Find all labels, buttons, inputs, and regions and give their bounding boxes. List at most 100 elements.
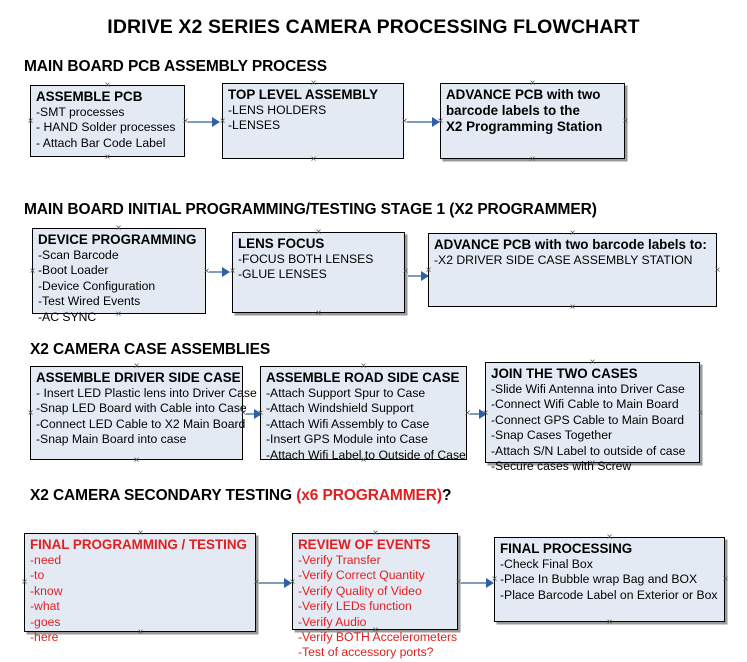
arrowhead-icon xyxy=(421,271,429,281)
resize-handle-icon[interactable] xyxy=(103,81,112,90)
connector-line xyxy=(461,582,489,584)
section-heading-x2-camera-case-assemblies: X2 CAMERA CASE ASSEMBLIES xyxy=(30,341,271,358)
box-line: -Boot Loader xyxy=(38,263,109,278)
resize-handle-icon[interactable] xyxy=(588,358,597,367)
connector-line xyxy=(407,121,434,123)
resize-handle-icon[interactable] xyxy=(713,266,722,275)
box-lens-focus[interactable]: LENS FOCUS -FOCUS BOTH LENSES -GLUE LENS… xyxy=(232,232,405,313)
box-title: DEVICE PROGRAMMING xyxy=(38,232,197,247)
box-line: -Attach S/N Label to outside of case xyxy=(491,443,686,458)
box-line: -Insert GPS Module into Case xyxy=(266,432,428,447)
box-line: -Connect Wifi Cable to Main Board xyxy=(491,397,679,412)
resize-handle-icon[interactable] xyxy=(132,362,141,371)
box-final-programming-testing[interactable]: FINAL PROGRAMMING / TESTING -need -to -k… xyxy=(24,533,256,644)
section-heading-main-board-pcb-assembly: MAIN BOARD PCB ASSEMBLY PROCESS xyxy=(24,58,327,75)
resize-handle-icon[interactable] xyxy=(314,309,323,318)
resize-handle-icon[interactable] xyxy=(436,117,445,126)
box-line: -Connect LED Cable to X2 Main Board xyxy=(36,416,246,431)
resize-handle-icon[interactable] xyxy=(20,578,29,587)
section-heading-accent: (x6 PROGRAMMER) xyxy=(296,487,442,504)
box-line: -SMT processes xyxy=(36,105,125,119)
section-heading-x2-camera-secondary-testing: X2 CAMERA SECONDARY TESTING (x6 PROGRAMM… xyxy=(30,487,451,505)
resize-handle-icon[interactable] xyxy=(588,459,597,468)
section-heading-text: X2 CAMERA SECONDARY TESTING xyxy=(30,487,297,504)
box-line: -Connect GPS Cable to Main Board xyxy=(491,412,685,427)
box-line: -Snap LED Board with Cable into Case xyxy=(36,401,247,416)
box-line: -AC SYNC xyxy=(38,309,97,324)
box-line: -Verify BOTH Accelerometers xyxy=(298,630,458,645)
resize-handle-icon[interactable] xyxy=(621,117,630,126)
resize-handle-icon[interactable] xyxy=(314,228,323,237)
resize-handle-icon[interactable] xyxy=(721,575,730,584)
resize-handle-icon[interactable] xyxy=(218,117,227,126)
box-line: -goes xyxy=(30,614,61,629)
box-device-programming[interactable]: DEVICE PROGRAMMING -Scan Barcode -Boot L… xyxy=(32,228,206,324)
box-title-line3: X2 Programming Station xyxy=(446,119,603,134)
connector-line xyxy=(470,413,484,415)
box-line: - Insert LED Plastic lens into Driver Ca… xyxy=(36,386,257,400)
box-title: LENS FOCUS xyxy=(238,236,325,251)
resize-handle-icon[interactable] xyxy=(359,362,368,371)
resize-handle-icon[interactable] xyxy=(528,79,537,88)
resize-handle-icon[interactable] xyxy=(568,303,577,312)
resize-handle-icon[interactable] xyxy=(114,310,123,319)
resize-handle-icon[interactable] xyxy=(605,618,614,627)
resize-handle-icon[interactable] xyxy=(136,628,145,637)
resize-handle-icon[interactable] xyxy=(371,529,380,538)
box-title: FINAL PROCESSING xyxy=(500,541,633,556)
resize-handle-icon[interactable] xyxy=(371,626,380,635)
box-title: FINAL PROGRAMMING / TESTING xyxy=(30,537,247,552)
resize-handle-icon[interactable] xyxy=(424,266,433,275)
box-advance-pcb-to-driver-side-case[interactable]: ADVANCE PCB with two barcode labels to: … xyxy=(428,233,717,307)
connector-line xyxy=(209,271,224,273)
resize-handle-icon[interactable] xyxy=(26,409,35,418)
connector-line xyxy=(259,582,287,584)
box-line: -Verify Quality of Video xyxy=(298,583,422,598)
resize-handle-icon[interactable] xyxy=(359,456,368,465)
connector-line xyxy=(246,413,260,415)
box-top-level-assembly[interactable]: TOP LEVEL ASSEMBLY -LENS HOLDERS -LENSES xyxy=(222,83,404,159)
resize-handle-icon[interactable] xyxy=(309,79,318,88)
box-line: -Scan Barcode xyxy=(38,248,119,262)
resize-handle-icon[interactable] xyxy=(696,409,705,418)
resize-handle-icon[interactable] xyxy=(528,155,537,164)
resize-handle-icon[interactable] xyxy=(132,456,141,465)
resize-handle-icon[interactable] xyxy=(114,224,123,233)
connector-line xyxy=(408,275,424,277)
box-line: -Verify LEDs function xyxy=(298,599,412,614)
resize-handle-icon[interactable] xyxy=(228,267,237,276)
box-line: -Attach Wifi Assembly to Case xyxy=(266,416,430,431)
box-line: -Attach Windshield Support xyxy=(266,401,414,416)
resize-handle-icon[interactable] xyxy=(490,575,499,584)
box-title: ADVANCE PCB with two xyxy=(446,87,601,102)
resize-handle-icon[interactable] xyxy=(28,267,37,276)
box-line: -Place Barcode Label on Exterior or Box xyxy=(500,587,718,602)
section-heading-main-board-initial-programming: MAIN BOARD INITIAL PROGRAMMING/TESTING S… xyxy=(24,201,597,218)
arrowhead-icon xyxy=(212,117,220,127)
box-line: -Test Wired Events xyxy=(38,294,141,309)
resize-handle-icon[interactable] xyxy=(605,533,614,542)
box-assemble-pcb[interactable]: ASSEMBLE PCB -SMT processes - HAND Solde… xyxy=(30,85,185,157)
page-title: IDRIVE X2 SERIES CAMERA PROCESSING FLOWC… xyxy=(107,16,640,38)
box-assemble-road-side-case[interactable]: ASSEMBLE ROAD SIDE CASE -Attach Support … xyxy=(260,366,467,462)
box-line: -FOCUS BOTH LENSES xyxy=(238,252,374,266)
box-line: -Attach Support Spur to Case xyxy=(266,386,426,400)
resize-handle-icon[interactable] xyxy=(288,578,297,587)
resize-handle-icon[interactable] xyxy=(136,529,145,538)
resize-handle-icon[interactable] xyxy=(568,229,577,238)
box-title: ASSEMBLE PCB xyxy=(36,89,143,104)
resize-handle-icon[interactable] xyxy=(26,117,35,126)
box-join-the-two-cases[interactable]: JOIN THE TWO CASES -Slide Wifi Antenna i… xyxy=(485,362,700,473)
resize-handle-icon[interactable] xyxy=(309,155,318,164)
box-assemble-driver-side-case[interactable]: ASSEMBLE DRIVER SIDE CASE - Insert LED P… xyxy=(30,366,257,460)
box-review-of-events[interactable]: REVIEW OF EVENTS -Verify Transfer -Verif… xyxy=(292,533,458,659)
box-final-processing[interactable]: FINAL PROCESSING -Check Final Box -Place… xyxy=(494,537,725,622)
resize-handle-icon[interactable] xyxy=(103,153,112,162)
resize-handle-icon[interactable] xyxy=(481,409,490,418)
box-advance-pcb-to-programming-station[interactable]: ADVANCE PCB with two barcode labels to t… xyxy=(440,83,625,159)
box-line: -Check Final Box xyxy=(500,557,593,571)
box-line: -Verify Audio xyxy=(298,614,367,629)
section-heading-suffix: ? xyxy=(441,487,452,504)
resize-handle-icon[interactable] xyxy=(256,409,265,418)
arrowhead-icon xyxy=(222,267,230,277)
